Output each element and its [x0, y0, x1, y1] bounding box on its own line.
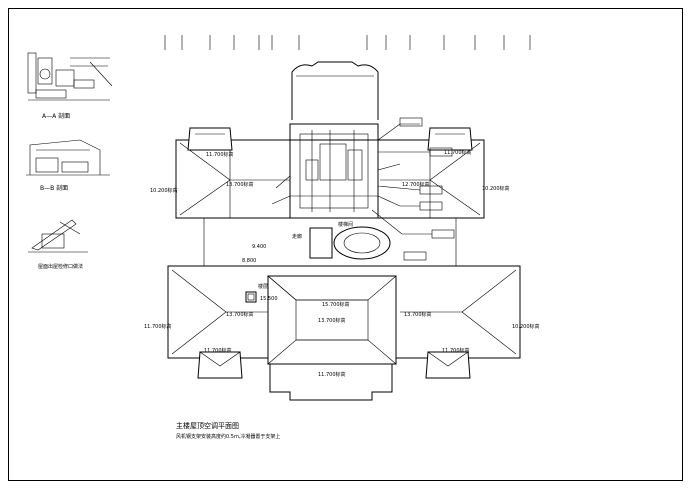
section-b-title: B—B 剖面 — [40, 184, 68, 192]
detail-title: 屋面出屋检修口做法 — [38, 263, 83, 270]
equipment-tags — [399, 117, 455, 261]
section-b-detail — [26, 139, 110, 176]
elev-upper-right-outer: 10.200标高 — [482, 185, 510, 192]
elevator-label: 楼梯间 — [338, 221, 353, 228]
roof-access-detail — [28, 219, 88, 253]
lower-roof — [167, 265, 521, 379]
elev-upper-right-wing: 11.700标高 — [444, 149, 472, 156]
leader-lines — [271, 123, 432, 235]
plan-subtitle: 风机钢支架安装高度约0.5m,冷凝器置于支架上 — [176, 433, 280, 440]
elev-lower-right-outer: 10.200标高 — [512, 323, 540, 330]
roof-hatch — [245, 291, 257, 303]
elev-bottom: 11.700标高 — [318, 371, 346, 378]
elev-side-b: 8.800 — [242, 258, 256, 264]
top-tower — [291, 61, 379, 120]
section-a-title: A—A 剖面 — [42, 112, 70, 120]
elev-box-tag: 楼层 — [258, 283, 268, 290]
elev-upper-left-outer: 10.200标高 — [150, 187, 178, 194]
middle-connector — [203, 217, 457, 267]
top-ticks — [164, 35, 531, 50]
elev-upper-right-main: 12.700标高 — [402, 181, 430, 188]
section-a-detail — [27, 52, 113, 101]
elev-lower-right-wing: 11.700标高 — [442, 347, 470, 354]
elev-lower-right-main: 13.700标高 — [404, 311, 432, 318]
elev-box-label: 15.500 — [260, 296, 278, 302]
elev-lower-left-main: 13.700标高 — [226, 311, 254, 318]
central-equipment — [289, 123, 379, 219]
bottom-porch — [269, 364, 393, 401]
elev-upper-left-wing: 11.700标高 — [206, 151, 234, 158]
corridor-label: 走廊 — [292, 233, 302, 240]
elev-upper-left-main: 13.700标高 — [226, 181, 254, 188]
sheet-border — [8, 8, 683, 481]
plan-title: 主楼屋顶空调平面图 — [176, 421, 239, 430]
elev-center-inner: 15.700标高 — [322, 301, 350, 308]
elev-side-a: 9.400 — [252, 244, 266, 250]
elev-lower-left-outer: 11.700标高 — [144, 323, 172, 330]
elev-center-main: 13.700标高 — [318, 317, 346, 324]
elev-lower-left-wing: 11.700标高 — [204, 347, 232, 354]
